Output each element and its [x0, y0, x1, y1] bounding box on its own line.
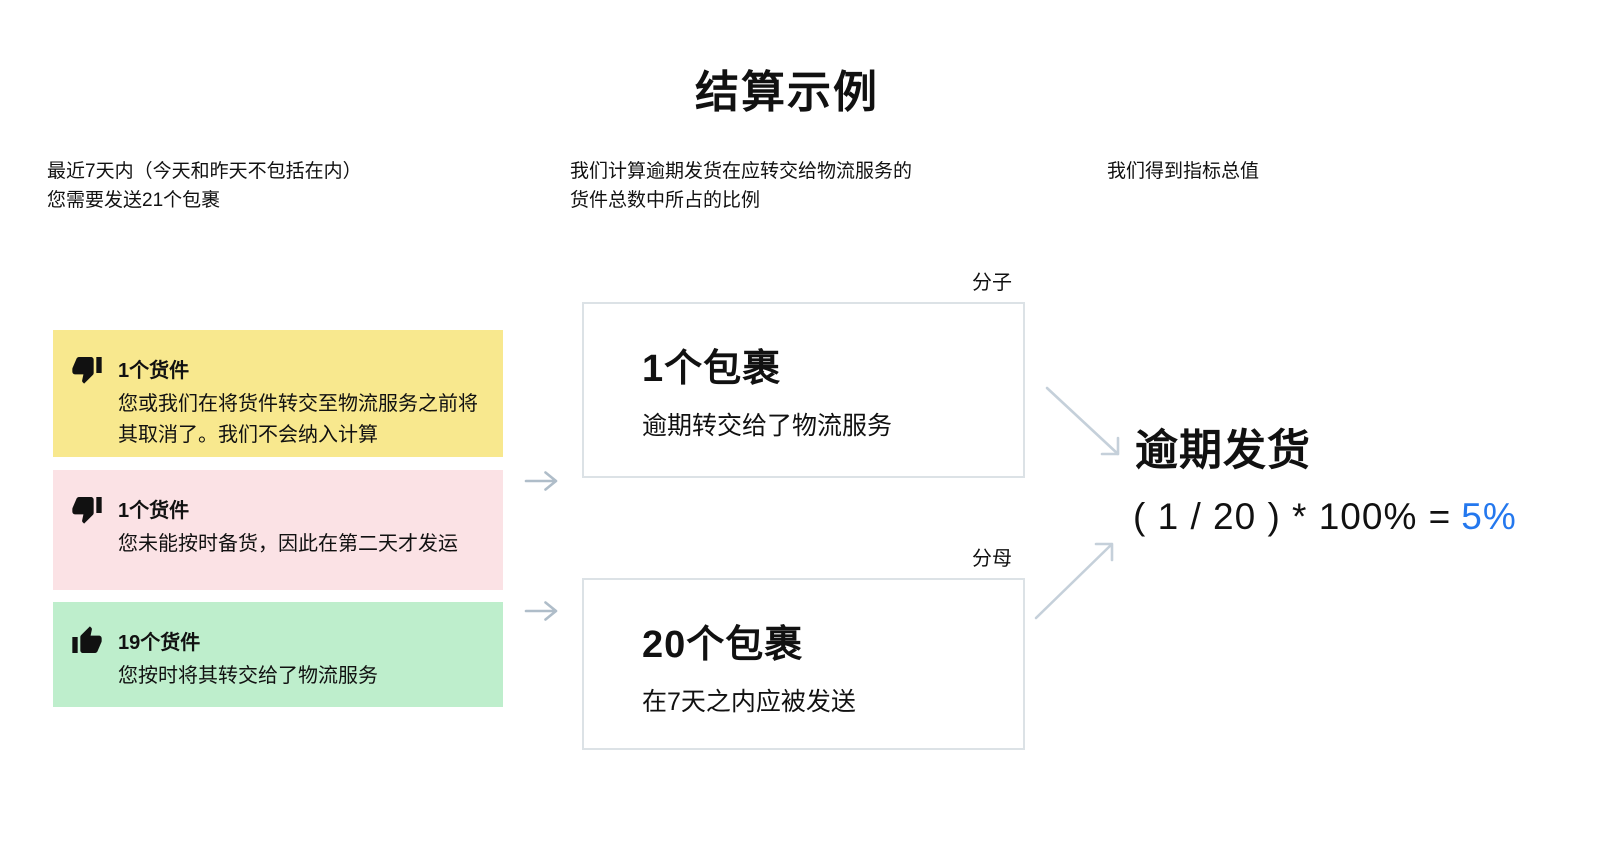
thumb-down-icon	[71, 353, 103, 385]
shipment-description-line: 您或我们在将货件转交至物流服务之前将	[118, 393, 478, 415]
shipment-card-ontime: 19个货件 您按时将其转交给了物流服务	[53, 602, 503, 707]
shipment-description-line: 您未能按时备货，因此在第二天才发运	[118, 533, 458, 555]
shipment-description-line: 您按时将其转交给了物流服务	[118, 665, 378, 687]
middle-column-header: 我们计算逾期发货在应转交给物流服务的 货件总数中所占的比例	[570, 157, 912, 215]
denominator-label: 分母	[972, 548, 1012, 570]
shipment-description: 您或我们在将货件转交至物流服务之前将 其取消了。我们不会纳入计算	[118, 389, 478, 451]
shipment-card-body: 1个货件 您未能按时备货，因此在第二天才发运	[118, 492, 458, 590]
shipment-count: 19个货件	[118, 632, 201, 654]
numerator-description: 逾期转交给了物流服务	[642, 412, 893, 440]
page-title: 结算示例	[695, 68, 879, 117]
result-formula: ( 1 / 20 ) * 100% =5%	[1133, 496, 1517, 538]
right-arrow-icon	[524, 470, 562, 492]
shipment-card-cancelled: 1个货件 您或我们在将货件转交至物流服务之前将 其取消了。我们不会纳入计算	[53, 330, 503, 457]
down-right-arrow-icon	[1042, 384, 1128, 466]
shipment-description: 您未能按时备货，因此在第二天才发运	[118, 529, 458, 560]
left-header-line1: 最近7天内（今天和昨天不包括在内）	[47, 161, 362, 182]
formula-result-value: 5%	[1461, 496, 1517, 537]
right-arrow-icon	[524, 600, 562, 622]
thumb-down-icon	[71, 493, 103, 525]
middle-header-line1: 我们计算逾期发货在应转交给物流服务的	[570, 161, 913, 182]
denominator-box: 20个包裹 在7天之内应被发送	[582, 578, 1025, 750]
numerator-title: 1个包裹	[642, 348, 782, 390]
up-right-arrow-icon	[1032, 532, 1122, 622]
right-column-header: 我们得到指标总值	[1107, 161, 1260, 182]
shipment-card-body: 1个货件 您或我们在将货件转交至物流服务之前将 其取消了。我们不会纳入计算	[118, 352, 478, 457]
shipment-count: 1个货件	[118, 360, 190, 382]
shipment-description: 您按时将其转交给了物流服务	[118, 661, 378, 692]
formula-expression: ( 1 / 20 ) * 100% =	[1133, 496, 1452, 537]
thumb-up-icon	[71, 625, 103, 657]
shipment-count: 1个货件	[118, 500, 190, 522]
shipment-card-late: 1个货件 您未能按时备货，因此在第二天才发运	[53, 470, 503, 590]
shipment-card-body: 19个货件 您按时将其转交给了物流服务	[118, 624, 378, 707]
left-column-header: 最近7天内（今天和昨天不包括在内） 您需要发送21个包裹	[47, 157, 362, 215]
denominator-title: 20个包裹	[642, 624, 804, 666]
shipment-description-line: 其取消了。我们不会纳入计算	[118, 424, 378, 446]
middle-header-line2: 货件总数中所占的比例	[570, 190, 761, 211]
numerator-label: 分子	[972, 272, 1012, 294]
left-header-line2: 您需要发送21个包裹	[47, 190, 221, 211]
denominator-description: 在7天之内应被发送	[642, 688, 856, 716]
result-heading: 逾期发货	[1135, 427, 1311, 475]
numerator-box: 1个包裹 逾期转交给了物流服务	[582, 302, 1025, 478]
